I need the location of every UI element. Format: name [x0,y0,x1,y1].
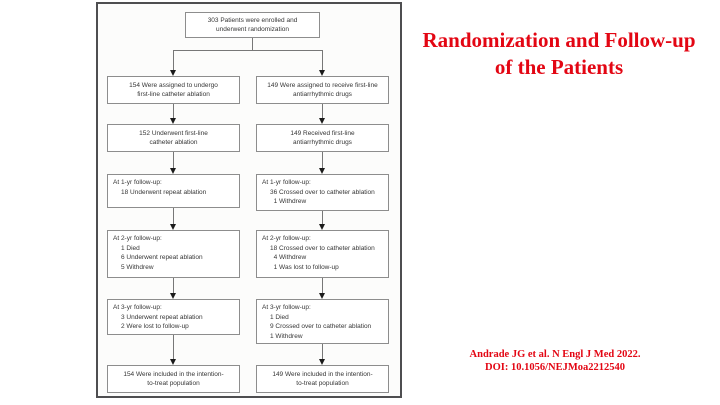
flow-text: 1 Died [270,313,289,321]
connector-line [173,208,174,224]
slide-title: Randomization and Follow-up of the Patie… [410,27,708,81]
flow-text: 3 Underwent repeat ablation [121,313,203,321]
flow-text: antiarrhythmic drugs [293,139,352,146]
flow-box-ablation-assigned: 154 Were assigned to undergo first-line … [107,76,240,104]
citation-line: DOI: 10.1056/NEJMoa2212540 [485,361,625,373]
flow-text: 149 Were included in the intention- [272,370,373,378]
flow-text: to-treat population [296,380,349,387]
flow-box-drugs-2yr: At 2-yr follow-up: 18 Crossed over to ca… [256,230,389,278]
connector-line [173,152,174,168]
arrow-down-icon [319,118,325,124]
citation-line: Andrade JG et al. N Engl J Med 2022. [469,349,641,360]
flow-box-enrollment: 303 Patients were enrolled and underwent… [185,12,320,38]
connector-line [173,50,174,70]
flow-text: 154 Were assigned to undergo [129,81,218,89]
connector-line [322,278,323,293]
connector-line [322,344,323,359]
flow-text: 6 Underwent repeat ablation [121,254,203,261]
connector-line [322,50,323,70]
arrow-down-icon [319,168,325,174]
connector-line [173,335,174,359]
flow-text: first-line catheter ablation [137,91,210,98]
flow-text: 154 Were included in the intention- [123,370,224,378]
flow-text: 1 Withdrew [270,198,307,205]
flow-box-drugs-received: 149 Received first-line antiarrhythmic d… [256,124,389,152]
flow-box-ablation-2yr: At 2-yr follow-up: 1 Died 6 Underwent re… [107,230,240,278]
connector-line [252,38,253,50]
flow-box-ablation-3yr: At 3-yr follow-up: 3 Underwent repeat ab… [107,299,240,335]
arrow-down-icon [319,293,325,299]
arrow-down-icon [170,118,176,124]
flow-text: At 1-yr follow-up: [113,179,162,186]
connector-line [322,104,323,118]
flow-box-drugs-assigned: 149 Were assigned to receive first-line … [256,76,389,104]
connector-line [173,104,174,118]
flow-text: 18 Crossed over to catheter ablation [270,244,375,252]
arrow-down-icon [319,359,325,365]
flow-box-drugs-3yr: At 3-yr follow-up: 1 Died 9 Crossed over… [256,299,389,344]
flow-text: At 2-yr follow-up: [113,235,162,242]
flow-text: underwent randomization [216,26,289,33]
flow-text: 149 Received first-line [290,129,355,137]
connector-line [173,50,323,51]
flow-text: 36 Crossed over to catheter ablation [270,188,375,196]
flow-text: 5 Withdrew [121,263,154,271]
flow-text: 152 Underwent first-line [139,129,208,137]
arrow-down-icon [170,293,176,299]
flow-text: At 3-yr follow-up: [262,304,311,311]
flow-box-ablation-1yr: At 1-yr follow-up: 18 Underwent repeat a… [107,174,240,208]
arrow-down-icon [319,224,325,230]
flow-text: 1 Died [121,244,140,252]
connector-line [173,278,174,293]
flow-text: antiarrhythmic drugs [293,91,352,98]
arrow-down-icon [170,168,176,174]
slide-title-line: of the Patients [494,55,624,79]
flow-text: 303 Patients were enrolled and [207,16,298,24]
connector-line [322,152,323,168]
arrow-down-icon [170,70,176,76]
arrow-down-icon [170,224,176,230]
flow-text: 149 Were assigned to receive first-line [267,81,378,89]
arrow-down-icon [319,70,325,76]
flow-text: At 2-yr follow-up: [262,235,311,242]
flow-box-drugs-itt: 149 Were included in the intention- to-t… [256,365,389,393]
flow-text: 9 Crossed over to catheter ablation [270,323,372,330]
flow-text: catheter ablation [149,139,198,146]
flow-box-ablation-itt: 154 Were included in the intention- to-t… [107,365,240,393]
flow-text: 18 Underwent repeat ablation [121,188,207,196]
arrow-down-icon [170,359,176,365]
flow-text: At 3-yr follow-up: [113,304,162,311]
flow-text: 4 Withdrew [270,254,307,261]
connector-line [322,211,323,224]
flow-text: At 1-yr follow-up: [262,179,311,186]
citation-text: Andrade JG et al. N Engl J Med 2022. DOI… [410,349,700,374]
flow-text: 1 Withdrew [270,332,303,340]
flow-box-ablation-received: 152 Underwent first-line catheter ablati… [107,124,240,152]
flow-box-drugs-1yr: At 1-yr follow-up: 36 Crossed over to ca… [256,174,389,211]
flow-text: 2 Were lost to follow-up [121,323,189,330]
flow-text: to-treat population [147,380,200,387]
flow-text: 1 Was lost to follow-up [270,263,339,271]
slide-title-line: Randomization and Follow-up [422,28,696,52]
